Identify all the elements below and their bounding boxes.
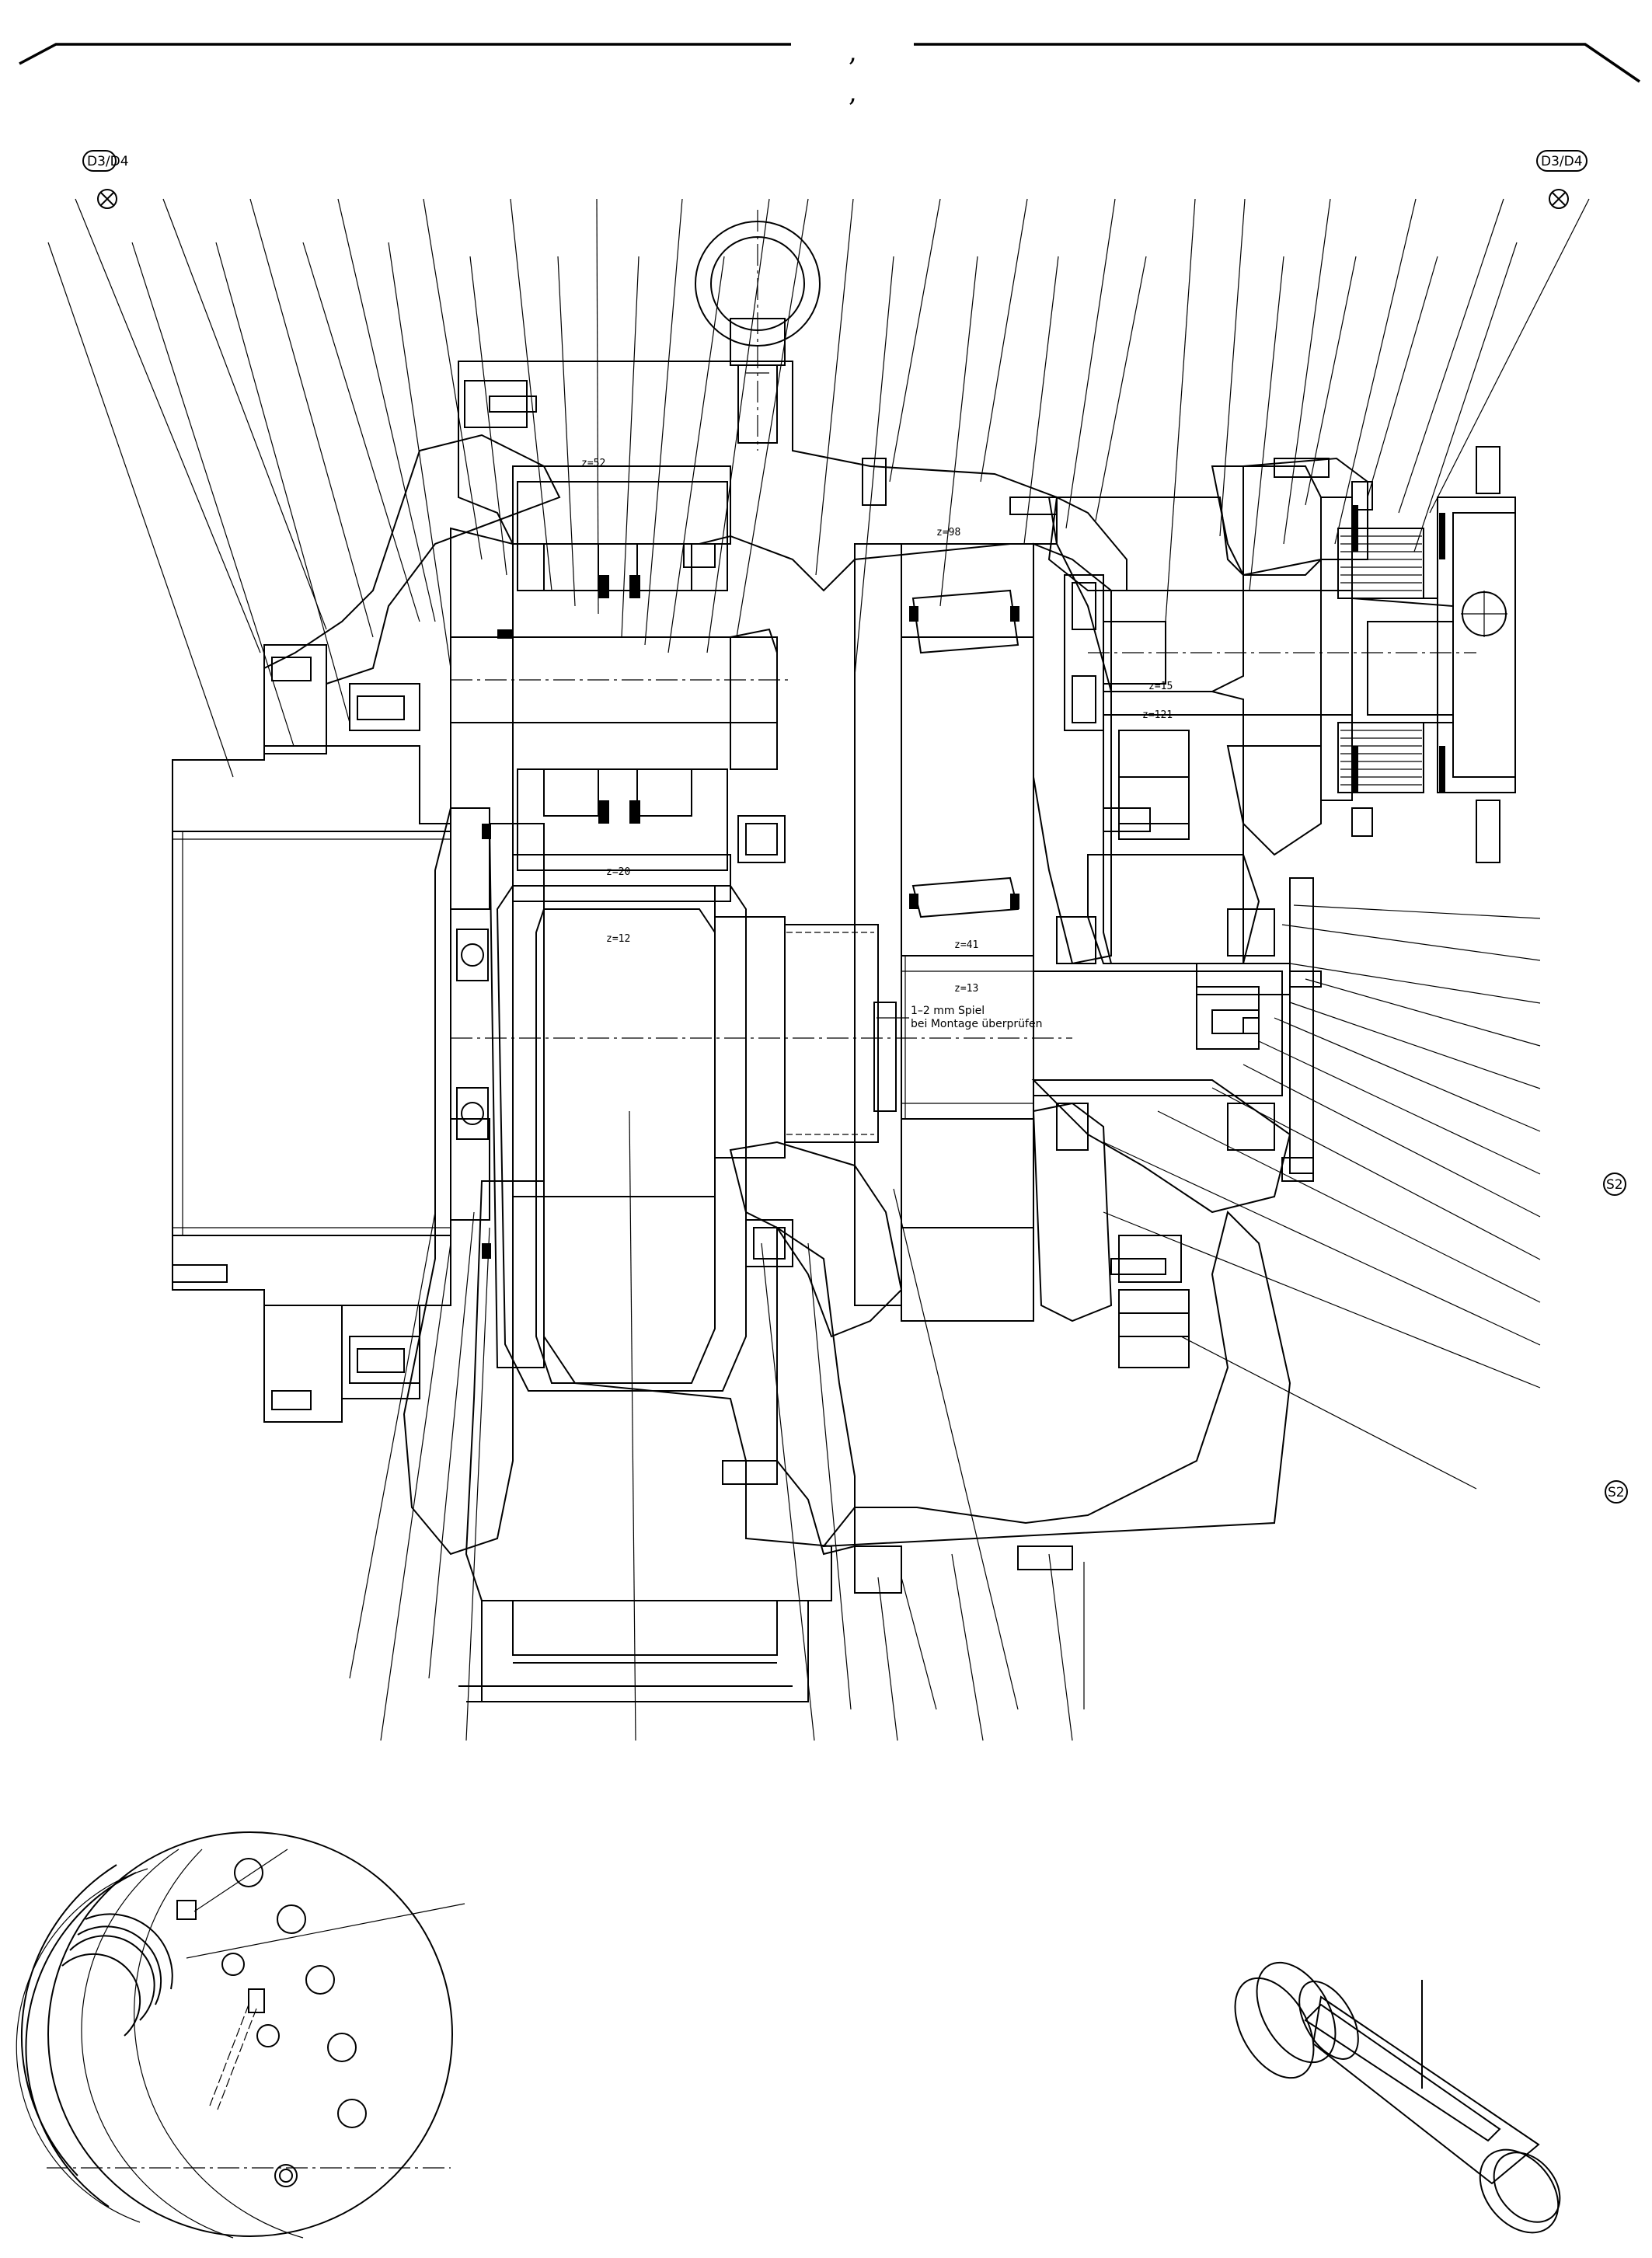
note-line-1: 1–2 mm Spiel bbox=[911, 1005, 985, 1017]
section-mark-lower-label: S2 bbox=[1608, 1485, 1625, 1500]
x-circle-icon bbox=[1549, 189, 1569, 209]
section-mark-lower: S2 bbox=[1605, 1480, 1628, 1504]
leader-lines-bottom bbox=[349, 1110, 1085, 1741]
badge-left-label: D3/D4 bbox=[87, 154, 129, 169]
gear-label-z98: z=98 bbox=[936, 527, 960, 538]
gear-label-z41: z=41 bbox=[954, 939, 978, 951]
header-mark-bottom: , bbox=[849, 77, 857, 108]
planet-stage-2: z=98 z=41 z=13 bbox=[854, 527, 1113, 1322]
main-housing bbox=[263, 361, 1291, 1702]
play-note: 1–2 mm Spiel bei Montage überprüfen bbox=[877, 1005, 1042, 1030]
sun-shaft: z=12 bbox=[451, 885, 1072, 1197]
header-mark-top: , bbox=[849, 37, 857, 68]
output-flange bbox=[172, 644, 451, 1423]
leader-lines-top bbox=[47, 198, 1590, 778]
gear-label-z13: z=13 bbox=[954, 983, 978, 995]
spline-shaft-view bbox=[1234, 1961, 1561, 2234]
planet-stage-1: z=52 z=20 bbox=[450, 458, 793, 878]
input-stage: z=15 z=121 bbox=[1031, 446, 1516, 1368]
gear-label-z52: z=52 bbox=[581, 458, 605, 469]
corner-badge-left: D3/D4 bbox=[82, 150, 129, 209]
title-frame: , , bbox=[19, 37, 1640, 108]
corner-badge-right: D3/D4 bbox=[1536, 150, 1588, 209]
section-mark-upper-label: S2 bbox=[1606, 1177, 1623, 1193]
gear-label-z20: z=20 bbox=[606, 866, 630, 878]
gear-label-z12: z=12 bbox=[606, 933, 630, 945]
leader-lines-right bbox=[1103, 904, 1541, 1490]
section-mark-upper: S2 bbox=[1603, 1173, 1626, 1196]
fastening-screws bbox=[464, 380, 1073, 1594]
left-bearings bbox=[450, 807, 491, 1259]
gear-label-z15: z=15 bbox=[1148, 681, 1173, 692]
note-line-2: bei Montage überprüfen bbox=[911, 1018, 1042, 1030]
gear-label-z121: z=121 bbox=[1142, 709, 1173, 721]
x-circle-icon bbox=[97, 189, 117, 209]
detail-view bbox=[16, 1831, 465, 2239]
eye-bolt bbox=[695, 210, 821, 451]
badge-right-label: D3/D4 bbox=[1541, 154, 1583, 169]
